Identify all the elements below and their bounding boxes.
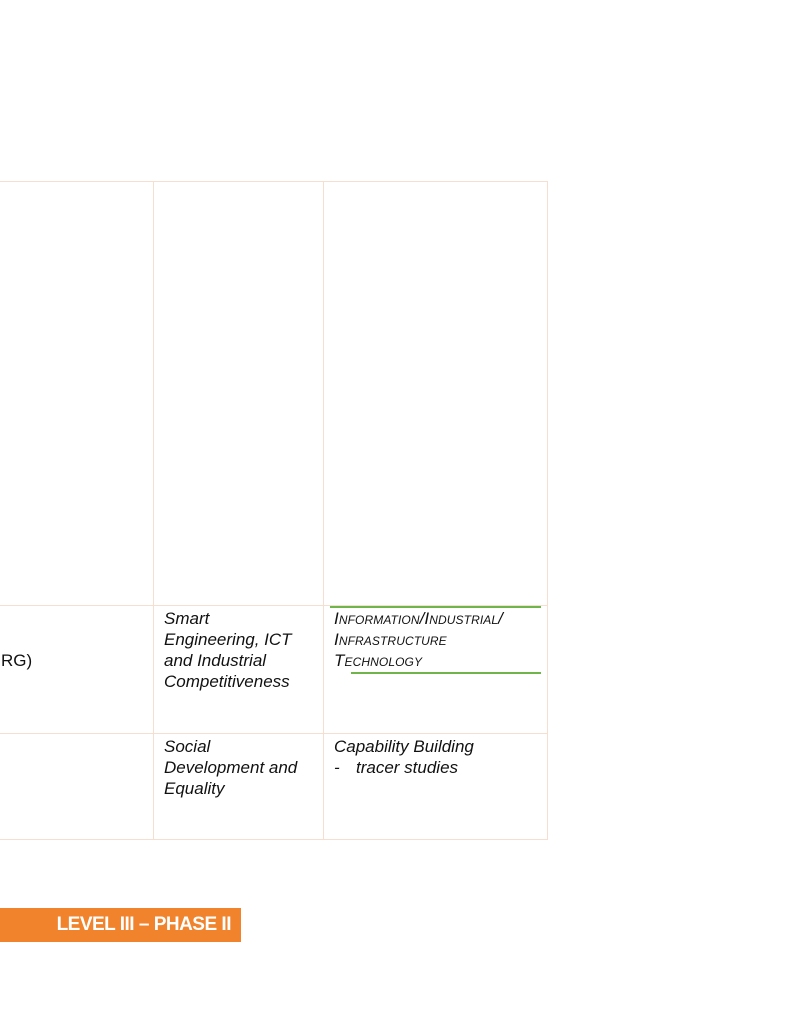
list-item: - tracer studies — [334, 757, 537, 778]
table-cell: Information/Industrial/ Infrastructure T… — [323, 605, 548, 734]
theme-line: Equality — [164, 779, 225, 798]
table-row — [0, 181, 548, 606]
highlighted-heading: Information/Industrial/ Infrastructure T… — [324, 606, 547, 674]
table-row: Social Development and Equality Capabili… — [0, 733, 548, 840]
theme-line: Development and — [164, 758, 298, 777]
table-cell — [0, 181, 154, 606]
dash-bullet: - — [334, 758, 340, 777]
table-row: RG) Smart Engineering, ICT and Industria… — [0, 605, 548, 734]
phase-band: LEVEL III – PHASE II — [0, 908, 241, 942]
highlight-line-top — [330, 606, 541, 608]
table-cell — [0, 733, 154, 840]
theme-line: Social — [164, 737, 211, 756]
theme-line: Competitiveness — [164, 672, 290, 691]
program-table: RG) Smart Engineering, ICT and Industria… — [0, 181, 548, 840]
table-cell: Capability Building - tracer studies — [323, 733, 548, 840]
table-cell: Social Development and Equality — [153, 733, 324, 840]
list-item-text: tracer studies — [356, 758, 459, 777]
heading-line: Infrastructure — [334, 630, 447, 649]
heading-line: Information/Industrial/ — [334, 609, 503, 628]
heading-line: Technology — [334, 651, 423, 670]
theme-label: Social Development and Equality — [154, 734, 323, 799]
table-cell: RG) — [0, 605, 154, 734]
capability-block: Capability Building - tracer studies — [324, 734, 547, 778]
table-cell — [323, 181, 548, 606]
truncated-cell-text: RG) — [1, 651, 33, 670]
table-cell — [153, 181, 324, 606]
theme-line: and Industrial — [164, 651, 267, 670]
theme-line: Engineering, ICT — [164, 630, 292, 649]
capability-heading: Capability Building — [334, 737, 474, 756]
theme-label: Smart Engineering, ICT and Industrial Co… — [154, 606, 323, 692]
highlight-line-bottom — [351, 672, 541, 674]
table-cell: Smart Engineering, ICT and Industrial Co… — [153, 605, 324, 734]
theme-line: Smart — [164, 609, 210, 628]
